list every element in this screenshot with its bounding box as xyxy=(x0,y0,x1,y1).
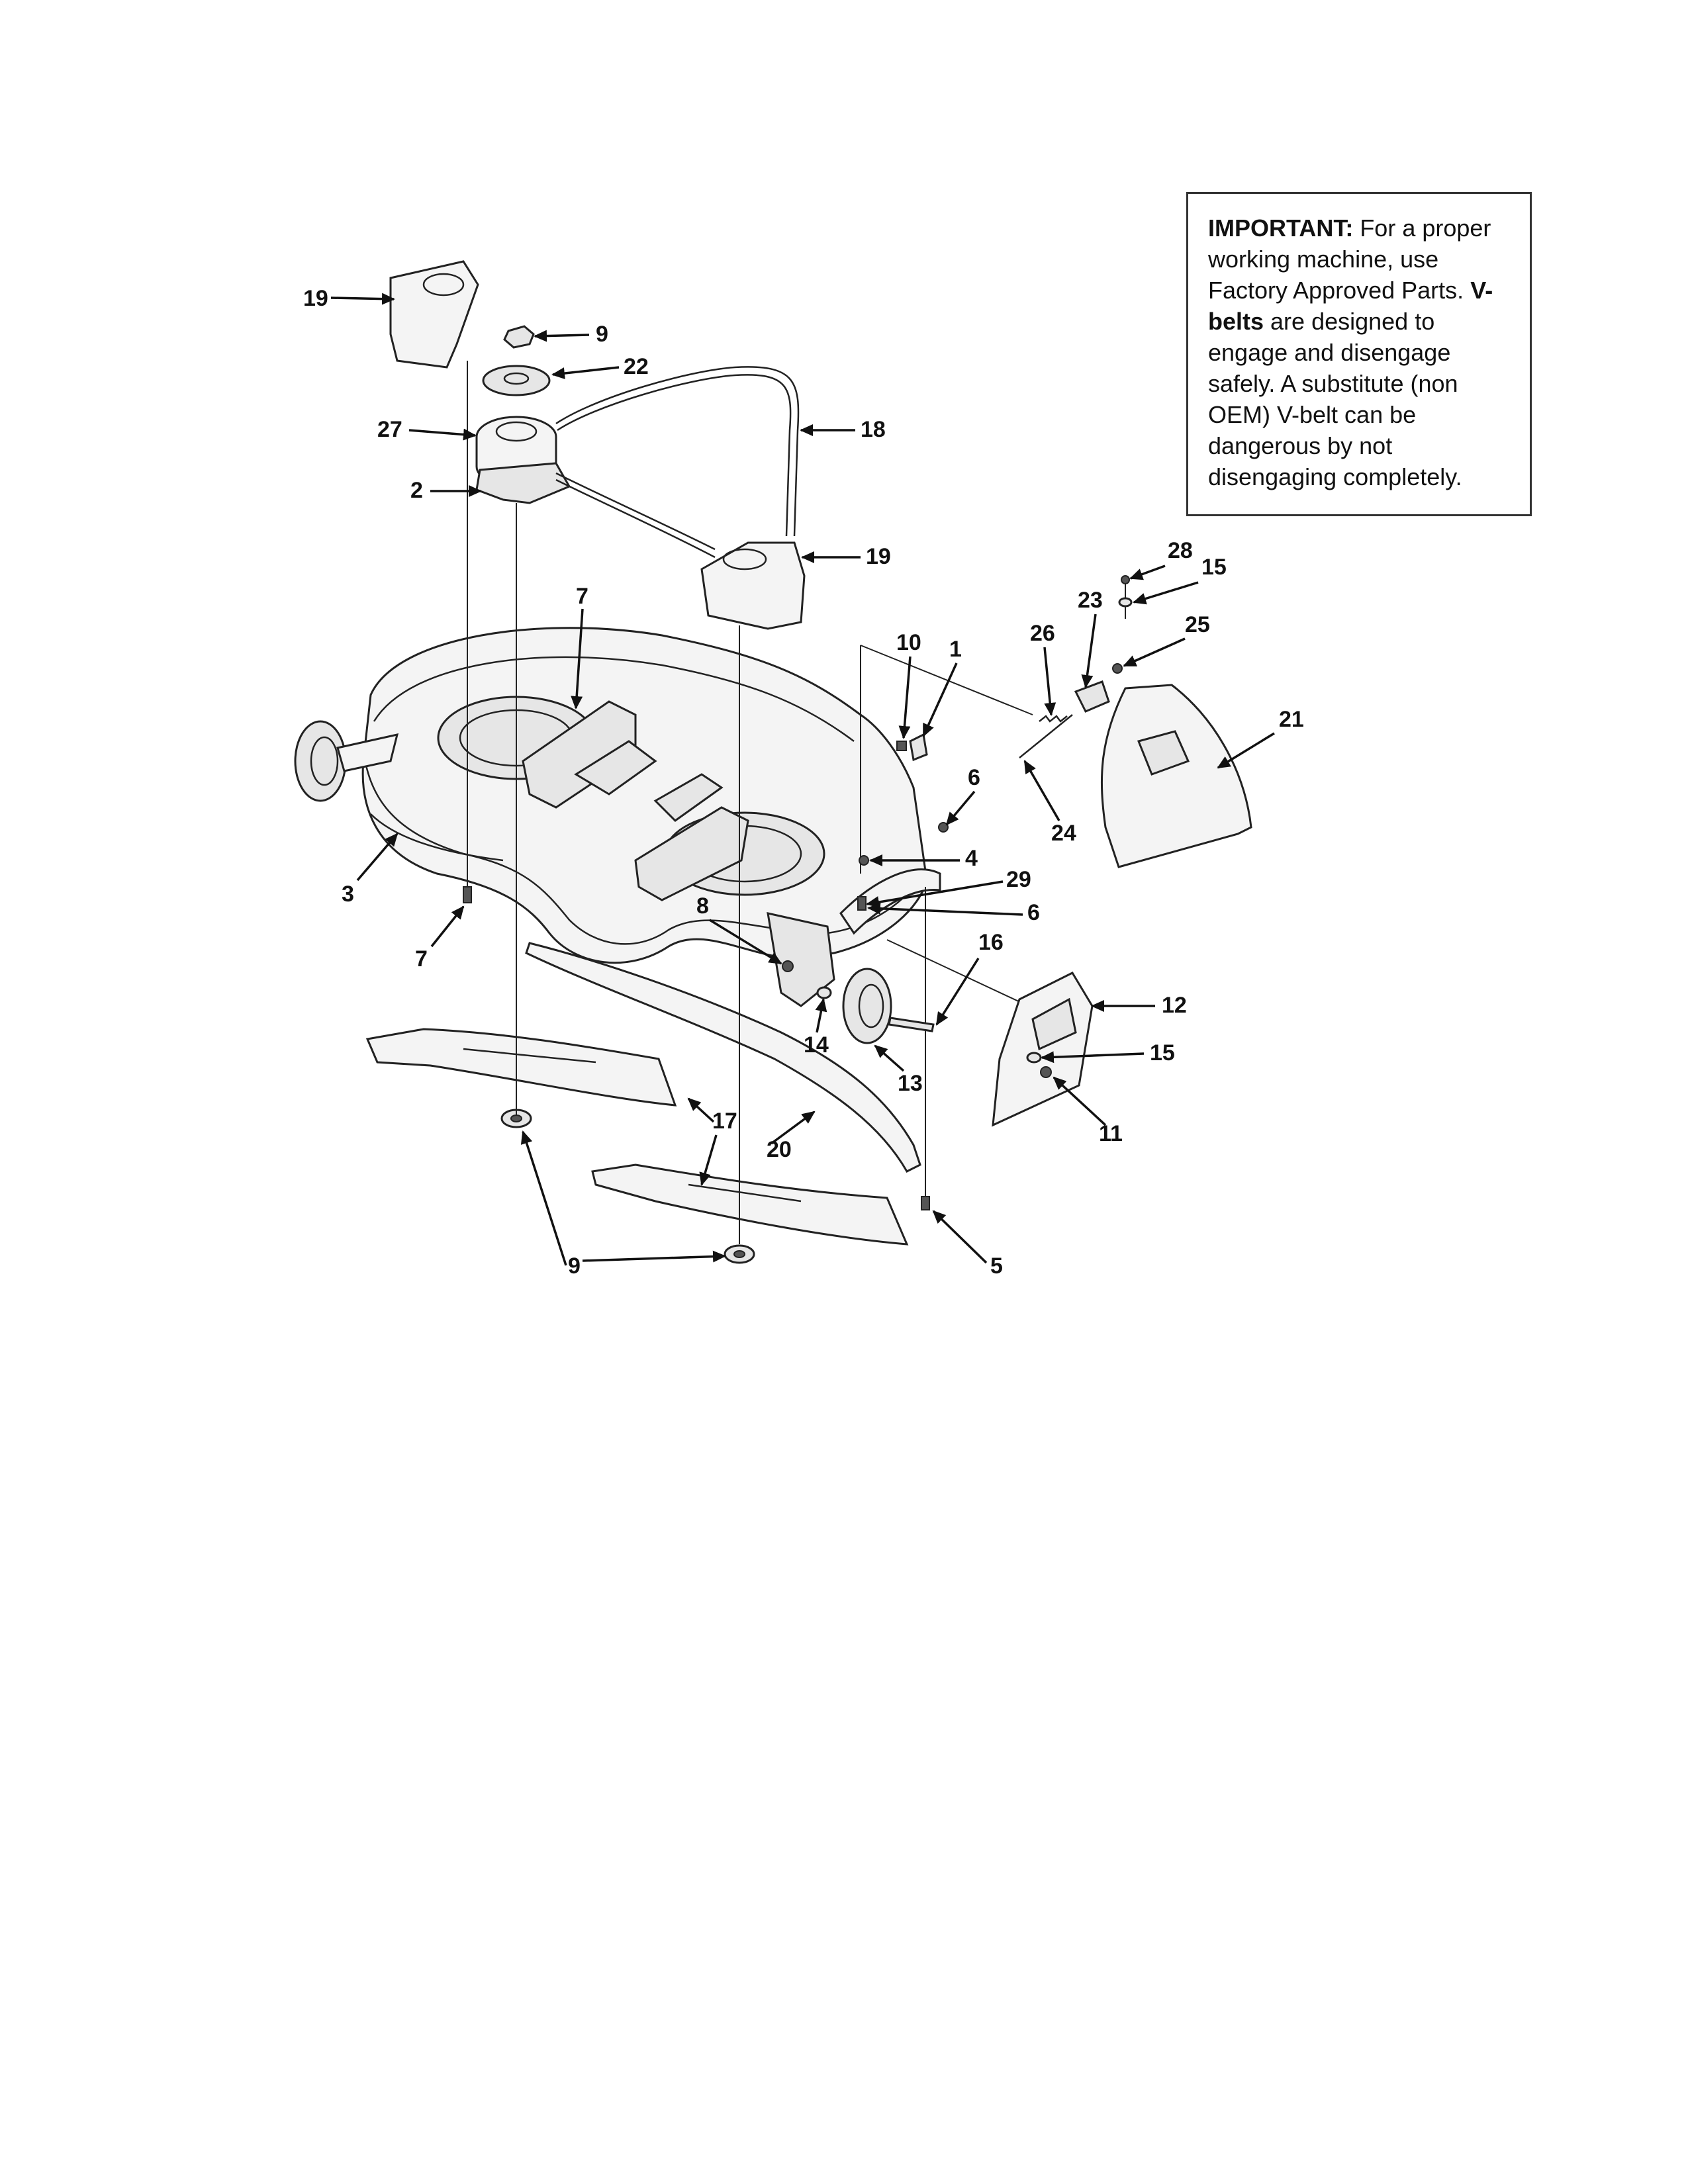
important-note-box: IMPORTANT: For a proper working machine,… xyxy=(1186,192,1532,516)
callout-7-bottom: 7 xyxy=(415,946,428,972)
chute-spring-26 xyxy=(1039,715,1068,723)
callout-16: 16 xyxy=(978,930,1004,955)
deflector-bolt-11 xyxy=(1040,1066,1052,1078)
assembly-axis-lines xyxy=(467,361,1126,1244)
mower-blade-left xyxy=(365,1028,677,1107)
chute-bolt-25 xyxy=(1112,663,1123,674)
callout-5: 5 xyxy=(990,1253,1003,1279)
belt-cover-right xyxy=(700,541,806,630)
callout-23: 23 xyxy=(1078,588,1103,613)
important-label: IMPORTANT: xyxy=(1208,214,1354,242)
hardware-bolt-6-upper xyxy=(938,822,949,833)
callout-7-top: 7 xyxy=(576,584,588,609)
blade-nut-right xyxy=(724,1244,755,1264)
deck-baffle xyxy=(525,942,921,1173)
callout-15-bottom: 15 xyxy=(1150,1040,1175,1066)
callout-leader-arrows xyxy=(330,293,1275,1266)
callout-3: 3 xyxy=(342,882,354,907)
callout-12: 12 xyxy=(1162,993,1187,1018)
hardware-nut-8 xyxy=(782,960,794,972)
callout-9-top: 9 xyxy=(596,322,608,347)
discharge-chute xyxy=(1100,684,1252,868)
callout-21: 21 xyxy=(1279,707,1304,732)
mower-blade-right xyxy=(591,1163,909,1246)
vbelts-text: are designed to engage and disengage saf… xyxy=(1208,308,1462,490)
callout-15-top: 15 xyxy=(1201,555,1227,580)
important-text: For a proper working machine, use Factor… xyxy=(1208,214,1491,304)
chute-bracket-23 xyxy=(1074,680,1110,713)
callout-18: 18 xyxy=(861,417,886,442)
deflector-plate xyxy=(992,972,1094,1127)
hardware-bolt-4 xyxy=(859,855,869,866)
hardware-washer-14 xyxy=(816,986,832,999)
vbelts-label: V-belts xyxy=(1208,277,1493,335)
chute-hinge-rod-24 xyxy=(1019,714,1073,758)
hardware-bolt-5 xyxy=(921,1196,930,1210)
callout-9-bottom: 9 xyxy=(568,1253,581,1279)
hardware-bolt-7 xyxy=(463,886,472,903)
chute-nut-28 xyxy=(1121,575,1130,584)
v-belt xyxy=(555,366,800,559)
hardware-bolt-29 xyxy=(857,896,867,911)
callout-20: 20 xyxy=(767,1137,792,1162)
chute-washer-15 xyxy=(1118,597,1133,608)
callout-4: 4 xyxy=(965,846,978,871)
callout-24: 24 xyxy=(1051,821,1076,846)
callout-11: 11 xyxy=(1099,1121,1123,1146)
mower-deck-housing xyxy=(294,627,941,1044)
callout-1: 1 xyxy=(949,637,962,662)
hardware-axle-bolt-16 xyxy=(888,1017,935,1032)
spindle-bracket xyxy=(475,462,571,504)
callout-29: 29 xyxy=(1006,867,1031,892)
callout-6-lower: 6 xyxy=(1027,900,1040,925)
callout-17: 17 xyxy=(712,1109,737,1134)
callout-8: 8 xyxy=(696,893,709,919)
callout-27: 27 xyxy=(377,417,402,442)
hardware-clip-1 xyxy=(909,733,928,762)
deflector-washer-15 xyxy=(1026,1052,1042,1064)
callout-14: 14 xyxy=(804,1032,829,1058)
callout-19-right: 19 xyxy=(866,544,891,569)
pulley-washer xyxy=(482,365,551,396)
callout-10: 10 xyxy=(896,630,921,655)
spindle-nut-top xyxy=(503,325,535,349)
callout-labels: 19 9 22 27 18 2 19 7 28 15 23 25 10 1 26… xyxy=(303,286,1304,1279)
callout-26: 26 xyxy=(1030,621,1055,646)
callout-22: 22 xyxy=(624,354,649,379)
blade-nut-left xyxy=(500,1109,532,1128)
callout-28: 28 xyxy=(1168,538,1193,563)
callout-6-upper: 6 xyxy=(968,765,980,790)
callout-19-left: 19 xyxy=(303,286,328,311)
hardware-nut-10 xyxy=(896,741,907,751)
belt-cover-left xyxy=(389,260,479,369)
callout-2: 2 xyxy=(410,478,423,503)
callout-25: 25 xyxy=(1185,612,1210,637)
callout-13: 13 xyxy=(898,1071,923,1096)
